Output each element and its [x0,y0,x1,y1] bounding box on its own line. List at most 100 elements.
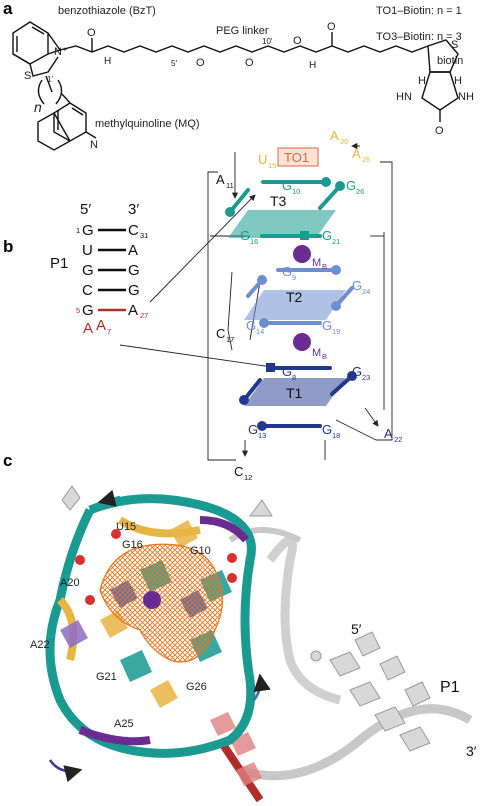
atom-o-amide2: O [327,21,336,33]
nt-g21-sub: 21 [332,237,340,246]
p1-a-left: A [83,320,93,337]
nt-g13: G [248,422,258,437]
panel-a-label: a [3,0,13,18]
position-5prime: 5′ [171,59,177,68]
metal-ion-upper [293,245,311,263]
atom-h-biotin1: H [418,75,426,87]
nt-g16-sub: 16 [250,237,258,246]
p1-left-base-1: U [82,242,93,259]
p1-right-sub-4: 27 [140,311,148,320]
atom-o-3: O [293,35,302,47]
position-10prime: 10′ [262,37,273,46]
nt-c17-sub: 17 [226,335,234,344]
to1-box-label: TO1 [284,150,309,165]
p1-a7: A [96,317,106,334]
p1-left-base-4: G [82,302,94,319]
nt-a11: A [216,172,225,187]
metal-sub-lower: B [322,352,327,361]
nt-c12-sub: 12 [244,473,252,482]
nt-g14: G [246,318,256,333]
atom-s-benzothiazole: S [24,70,31,82]
p1-left-base-2: G [82,262,94,279]
nt-g19-sub: 19 [332,327,340,336]
atom-s-biotin: S [451,39,458,51]
atom-o-2: O [245,57,254,69]
nt-a20-sub: 20 [340,137,348,146]
nt-a25: A [352,146,361,161]
p1-right-base-0: C [128,222,139,239]
panel-a: a benzothiazole (BzT) TO1–Biotin: n = 1 … [3,0,474,151]
position-1prime: 1′ [47,75,53,84]
n-subscript-label: n [34,99,42,115]
end-3prime-c: 3′ [466,743,477,759]
nt-a11-sub: 11 [226,181,234,190]
biotin-label: biotin [437,55,463,67]
residue-label-2: G10 [190,545,211,557]
to3-biotin-label: TO3–Biotin: n = 3 [376,31,462,43]
residue-label-5: G21 [96,671,117,683]
methylquinoline-structure: N [37,93,98,151]
metal-label-lower: M [312,347,321,359]
nt-g19: G [322,318,332,333]
p1-left-sub-4: 5 [76,306,80,315]
atom-hn-biotin: HN [396,91,412,103]
p1-a7-sub: 7 [107,327,111,336]
nt-a25-sub: 25 [362,155,370,164]
atom-o-biotin: O [435,125,444,137]
p1-right-base-2: G [128,262,140,279]
nt-g23: G [352,364,362,379]
p1-left-base-3: C [82,282,93,299]
nt-g24: G [352,278,362,293]
nt-a22-sub: 22 [394,435,402,444]
nt-g9: G [282,264,292,279]
nt-c12: C [234,464,243,479]
metal-label-upper: M [312,257,321,269]
biotin-structure: S H H HN NH O [396,39,474,137]
nt-g16: G [240,228,250,243]
nt-g23-sub: 23 [362,373,370,382]
p1-end-5prime: 5′ [80,201,91,218]
nt-c17: C [216,326,225,341]
nt-g10: G [282,178,292,193]
nt-g14-sub: 14 [256,327,264,336]
nt-a20: A [330,128,339,143]
atom-nh-biotin: NH [458,91,474,103]
panel-c: c [3,451,477,803]
nt-g18-sub: 18 [332,431,340,440]
metal-ion-lower [293,333,311,351]
peg-linker-label: PEG linker [216,25,269,37]
tier-t3-label: T3 [270,193,287,209]
p1-right-base-3: G [128,282,140,299]
nt-g21: G [322,228,332,243]
nt-u15: U [258,152,267,167]
nt-g24-sub: 24 [362,287,370,296]
nt-g10-sub: 10 [292,187,300,196]
nt-g18: G [322,422,332,437]
tier-t2-label: T2 [286,289,303,305]
residue-label-1: G16 [122,539,143,551]
benzothiazole-label: benzothiazole (BzT) [58,5,156,17]
linker-chain: O H 5′ O 10′ O O H O [59,21,429,71]
p1-left-base-0: G [82,222,94,239]
p1-label: P1 [50,255,68,272]
tier-t1-plane [244,378,346,406]
atom-h-1: H [104,56,111,67]
nt-u15-sub: 15 [268,161,276,170]
nt-g8-sub: 8 [292,373,296,382]
nt-g13-sub: 13 [258,431,266,440]
atom-h-biotin2: H [454,75,462,87]
methylquinoline-label: methylquinoline (MQ) [95,118,200,130]
to1-biotin-label: TO1–Biotin: n = 1 [376,5,462,17]
residue-label-6: G26 [186,681,207,693]
nt-g26: G [346,178,356,193]
p1-right-sub-0: 31 [140,231,148,240]
tier-t2-plane [244,290,346,320]
n-bracket: n [34,79,63,115]
nt-a22: A [384,426,393,441]
